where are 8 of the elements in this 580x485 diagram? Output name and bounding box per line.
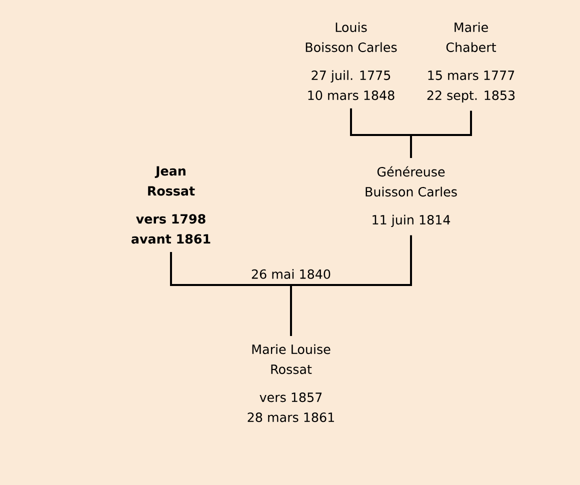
connector-line [410, 110, 472, 158]
person-label: Marie Louise Rossat vers 1857 28 mars 1861 [248, 344, 334, 422]
person-label: Marie Chabert 15 mars 1777 22 sept. 1853 [427, 22, 515, 103]
connector-line [290, 235, 412, 336]
person-label: Louis Boisson Carles 27 juil. 1775 10 mars 1848 [306, 22, 397, 100]
person-label: Généreuse Buisson Carles 11 juin 1814 [366, 166, 457, 228]
person-label: Jean Rossat vers 1798 avant 1861 [132, 166, 210, 244]
edge-label: 26 mai 1840 [252, 269, 330, 279]
